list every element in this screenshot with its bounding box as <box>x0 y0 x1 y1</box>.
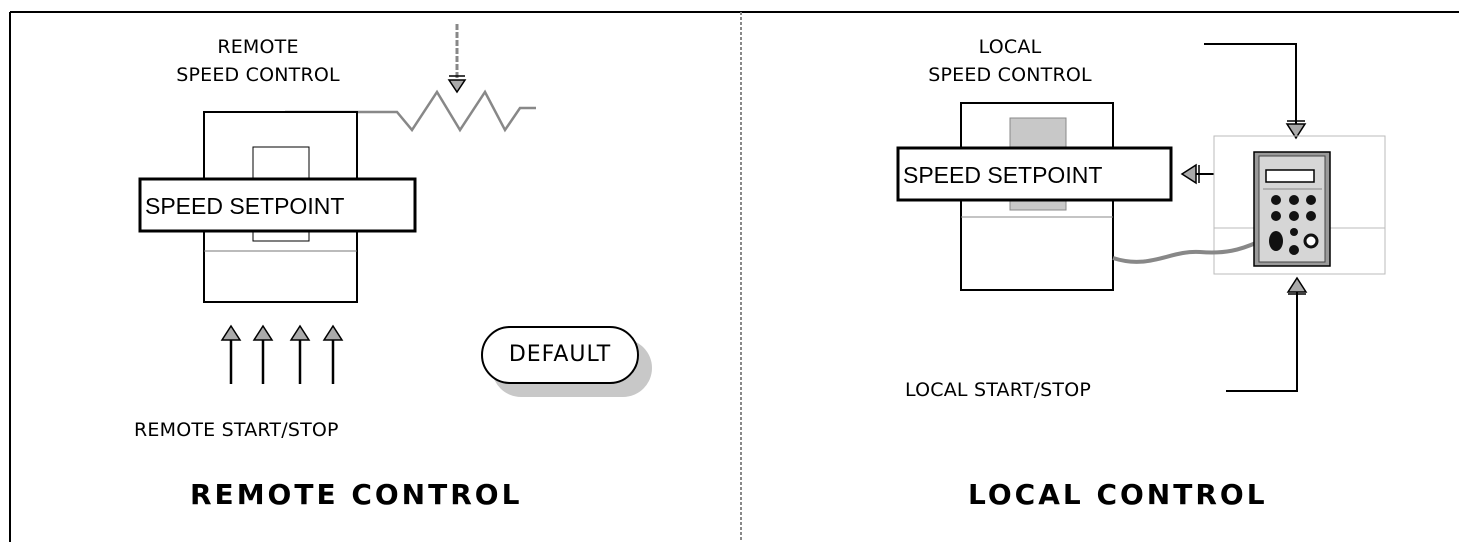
keypad-icon <box>1253 151 1331 267</box>
arrow-left-icon <box>1180 163 1197 185</box>
local-control-title: LOCAL CONTROL <box>968 478 1268 511</box>
arrow-up-icon <box>289 324 311 341</box>
local-start-stop-label: LOCAL START/STOP <box>905 379 1092 401</box>
arrow-up-icon <box>220 324 242 341</box>
potentiometer-wiper-arrow-icon <box>447 79 467 94</box>
remote-control-title: REMOTE CONTROL <box>190 478 523 511</box>
remote-start-stop-arrows <box>220 324 344 384</box>
default-badge <box>481 326 639 384</box>
keypad-cable <box>1112 240 1259 264</box>
arrow-up-icon <box>1286 276 1308 293</box>
arrow-up-icon <box>252 324 274 341</box>
local-speed-label-line1: LOCAL <box>978 36 1042 58</box>
remote-panel <box>138 24 652 397</box>
local-speed-label-line2: SPEED CONTROL <box>928 64 1092 86</box>
remote-speed-control-label: REMOTE SPEED CONTROL <box>163 33 353 89</box>
local-speed-control-line <box>1204 43 1297 124</box>
keypad-mount-outline <box>1213 135 1386 275</box>
remote-speed-label-line2: SPEED CONTROL <box>176 64 340 86</box>
local-start-stop-line <box>1226 292 1298 392</box>
diagram-frame <box>9 11 1459 542</box>
remote-speed-label-line1: REMOTE <box>217 36 299 58</box>
arrow-down-icon <box>1285 123 1307 140</box>
local-speed-setpoint-label: SPEED SETPOINT <box>903 162 1103 188</box>
local-speed-control-label: LOCAL SPEED CONTROL <box>925 33 1095 89</box>
local-panel <box>896 43 1386 392</box>
local-speed-setpoint-box <box>896 146 1173 202</box>
remote-speed-setpoint-box <box>138 177 417 233</box>
remote-speed-setpoint-label: SPEED SETPOINT <box>145 193 345 219</box>
default-badge-label: DEFAULT <box>508 342 612 367</box>
potentiometer-resistor <box>285 89 536 133</box>
arrow-up-icon <box>322 324 344 341</box>
remote-start-stop-label: REMOTE START/STOP <box>134 419 339 441</box>
